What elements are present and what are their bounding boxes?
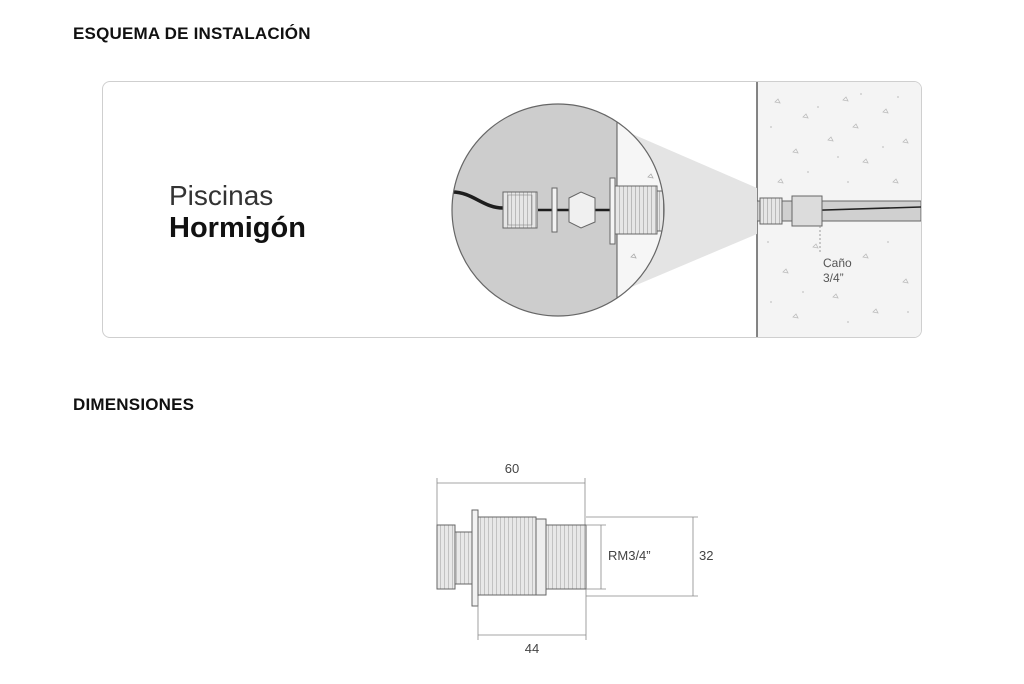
thread-dimension xyxy=(586,524,606,590)
fitting-part xyxy=(436,509,587,607)
magnifier-detail xyxy=(451,103,665,317)
dimension-top xyxy=(436,478,586,527)
installation-section-title: ESQUEMA DE INSTALACIÓN xyxy=(73,24,311,43)
concrete-wall xyxy=(756,82,921,337)
dimensions-section-title: DIMENSIONES xyxy=(73,395,195,414)
dimension-height-value: 32 xyxy=(699,548,713,563)
dimension-bottom xyxy=(477,589,587,640)
thread-dimension-value: RM3/4” xyxy=(608,548,651,563)
installation-diagram xyxy=(451,82,921,337)
installation-diagram-panel: Piscinas Hormigón Caño 3/4” xyxy=(102,81,922,338)
dimension-bottom-value: 44 xyxy=(525,641,539,656)
dimension-top-value: 60 xyxy=(505,461,519,476)
dimension-height xyxy=(586,516,698,597)
pool-type-label: Piscinas xyxy=(169,180,274,211)
dimensions-drawing: 60 RM3/4” 32 44 xyxy=(436,461,713,656)
pool-material-label: Hormigón xyxy=(169,212,306,244)
